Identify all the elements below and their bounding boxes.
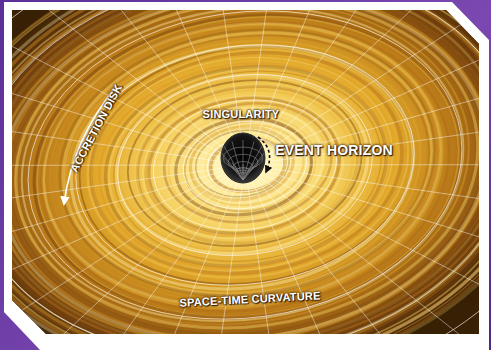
event-horizon-label: EVENT HORIZON [275,143,393,158]
grid-line [0,29,222,196]
grid-line [0,172,227,263]
grid-line [49,182,260,350]
rotation-arrow [258,137,270,172]
space-time-curvature-label: SPACE-TIME CURVATURE [179,289,321,308]
grid-line [0,120,219,211]
accretion-disk-label: ACCRETION DISK [68,82,124,174]
grid-line [0,180,252,350]
grid-line [265,142,491,339]
grid-line [0,169,219,215]
grid-line [222,0,379,147]
grid-line [0,178,243,345]
funnel-line [243,140,244,180]
funnel-line [221,152,243,180]
grid-line [0,175,235,307]
grid-line [0,0,225,188]
grid-line [268,133,491,300]
grid-line [210,0,243,147]
event-horizon-sphere [221,133,265,183]
grid-line [257,162,414,350]
grid-line [271,115,491,161]
funnel-line [224,146,243,180]
grid-line [248,183,281,350]
grid-line [263,67,491,158]
grid-line [261,152,472,350]
grid-line [255,23,491,155]
grid-line [111,183,268,350]
grid-line [238,0,491,150]
grid-ring [8,0,482,346]
funnel-line [243,152,265,180]
funnel-line [243,146,262,180]
grid-line [18,0,229,178]
grid-line [247,0,491,152]
singularity-label: SINGULARITY [203,108,280,120]
grid-line [216,0,312,147]
grid-line [271,119,491,210]
funnel-line [232,142,243,180]
grid-line [141,0,237,157]
illustration-part [221,140,265,180]
funnel-line [243,142,254,180]
grid-line [178,183,274,350]
grid-line [230,0,441,148]
